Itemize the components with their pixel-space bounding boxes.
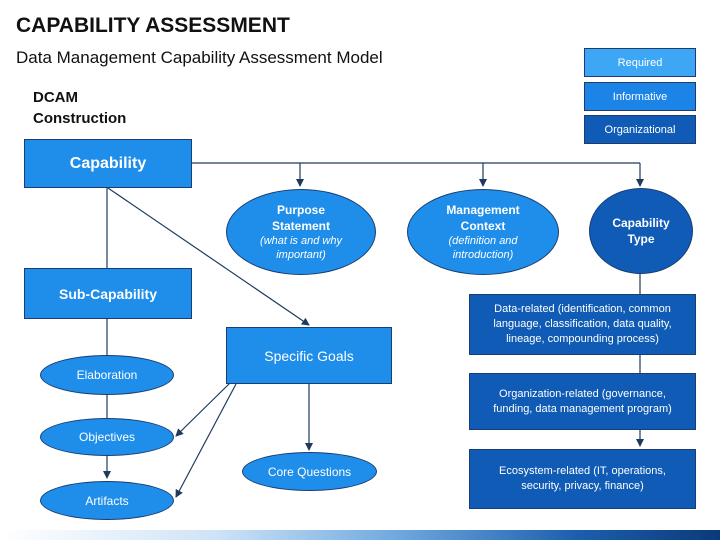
section-label-line-1: DCAM <box>33 89 78 106</box>
page-subtitle: Data Management Capability Assessment Mo… <box>16 48 383 67</box>
management-context-title-2: Context <box>460 219 506 233</box>
purpose-statement-title-1: Purpose <box>276 203 325 217</box>
capability-type-node: Capability Type <box>589 188 693 274</box>
arrow-goals-to-objectives <box>175 382 231 437</box>
elaboration-node: Elaboration <box>40 355 174 395</box>
arrow-goals-to-artifacts <box>175 383 237 498</box>
section-label: DCAM Construction <box>33 87 126 129</box>
data-related-box: Data-related (identification, common lan… <box>469 294 696 355</box>
objectives-node: Objectives <box>40 418 174 456</box>
purpose-statement-note-1: (what is and why <box>260 235 342 247</box>
sub-capability-box: Sub-Capability <box>24 268 192 319</box>
specific-goals-box: Specific Goals <box>226 327 392 384</box>
core-questions-node: Core Questions <box>242 452 377 491</box>
legend-informative: Informative <box>584 82 696 111</box>
arrow-to-specific-goals <box>107 187 310 326</box>
management-context-node: Management Context (definition and intro… <box>407 189 559 275</box>
artifacts-node: Artifacts <box>40 481 174 520</box>
purpose-statement-note-2: important) <box>276 249 326 261</box>
management-context-note-2: introduction) <box>452 249 514 261</box>
management-context-note-1: (definition and <box>448 235 518 247</box>
section-label-line-2: Construction <box>33 110 127 127</box>
purpose-statement-title-2: Statement <box>271 219 330 233</box>
capability-type-title-2: Type <box>627 232 655 246</box>
capability-box: Capability <box>24 139 192 188</box>
page-title: CAPABILITY ASSESSMENT <box>16 14 290 37</box>
purpose-statement-node: Purpose Statement (what is and why impor… <box>226 189 376 275</box>
legend-required: Required <box>584 48 696 77</box>
legend-organizational: Organizational <box>584 115 696 144</box>
management-context-title-1: Management <box>446 203 520 217</box>
organization-related-box: Organization-related (governance, fundin… <box>469 373 696 430</box>
ecosystem-related-box: Ecosystem-related (IT, operations, secur… <box>469 449 696 509</box>
capability-type-title-1: Capability <box>612 216 670 230</box>
bottom-gradient-bar <box>0 530 720 540</box>
